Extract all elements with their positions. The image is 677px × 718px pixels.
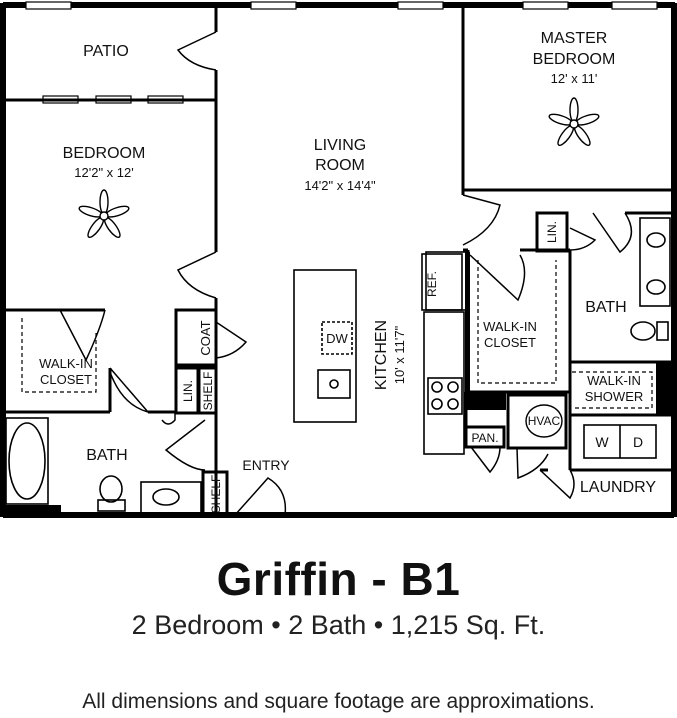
plan-name: Griffin - B1 — [216, 553, 461, 605]
label-washer: W — [595, 434, 609, 450]
ceiling-fan-icon — [78, 189, 130, 239]
label-walkin-closet-left: WALK-IN — [39, 356, 93, 371]
label-dryer: D — [633, 434, 643, 450]
label-walkin-shower-2: SHOWER — [585, 389, 644, 404]
label-bedroom: BEDROOM — [63, 145, 146, 162]
ceiling-fan-icon — [548, 97, 600, 147]
label-laundry: LAUNDRY — [580, 479, 657, 496]
kitchen-island — [293, 269, 357, 423]
washer-dryer — [583, 424, 657, 459]
label-walkin-closet-right-2: CLOSET — [484, 335, 536, 350]
label-walkin-closet-right: WALK-IN — [483, 319, 537, 334]
label-bedroom-dim: 12'2" x 12' — [74, 165, 133, 180]
floor-plan: PATIO BEDROOM 12'2" x 12' LIVING ROOM 14… — [0, 1, 677, 518]
plan-summary: 2 Bedroom • 2 Bath • 1,215 Sq. Ft. — [131, 610, 546, 640]
label-patio: PATIO — [83, 43, 129, 60]
label-lin-left: LIN. — [181, 380, 195, 402]
label-walkin-closet-left-2: CLOSET — [40, 372, 92, 387]
label-walkin-shower: WALK-IN — [587, 373, 641, 388]
left-bath-fixtures — [5, 417, 202, 514]
label-coat: COAT — [198, 320, 213, 355]
master-bath-fixtures — [630, 217, 671, 341]
room-labels: PATIO BEDROOM 12'2" x 12' LIVING ROOM 14… — [39, 30, 656, 513]
plan-disclaimer: All dimensions and square footage are ap… — [82, 690, 595, 713]
label-ref: REF. — [425, 271, 439, 297]
label-bath-right: BATH — [585, 299, 626, 316]
label-living: LIVING — [314, 137, 366, 154]
wall-fills — [3, 252, 674, 515]
label-master-dim: 12' x 11' — [551, 71, 598, 86]
hvac-unit — [525, 404, 563, 438]
label-entry: ENTRY — [242, 457, 290, 473]
label-master-2: BEDROOM — [533, 51, 616, 68]
label-kitchen-dim: 10' x 11'7" — [392, 325, 407, 384]
label-shelf-left: SHELF — [201, 372, 215, 411]
closet-shelves — [21, 260, 653, 409]
label-pan: PAN. — [471, 431, 498, 445]
label-bath-left: BATH — [86, 447, 127, 464]
label-shelf-entry: SHELF — [209, 475, 223, 514]
label-master: MASTER — [541, 30, 608, 47]
label-living-2: ROOM — [315, 157, 365, 174]
label-kitchen: KITCHEN — [373, 320, 390, 390]
doors — [59, 31, 633, 516]
kitchen-counter — [421, 251, 469, 455]
label-lin-right: LIN. — [545, 221, 559, 243]
label-dw: DW — [326, 331, 348, 346]
label-living-dim: 14'2" x 14'4" — [304, 178, 376, 193]
label-hvac: HVAC — [528, 414, 561, 428]
